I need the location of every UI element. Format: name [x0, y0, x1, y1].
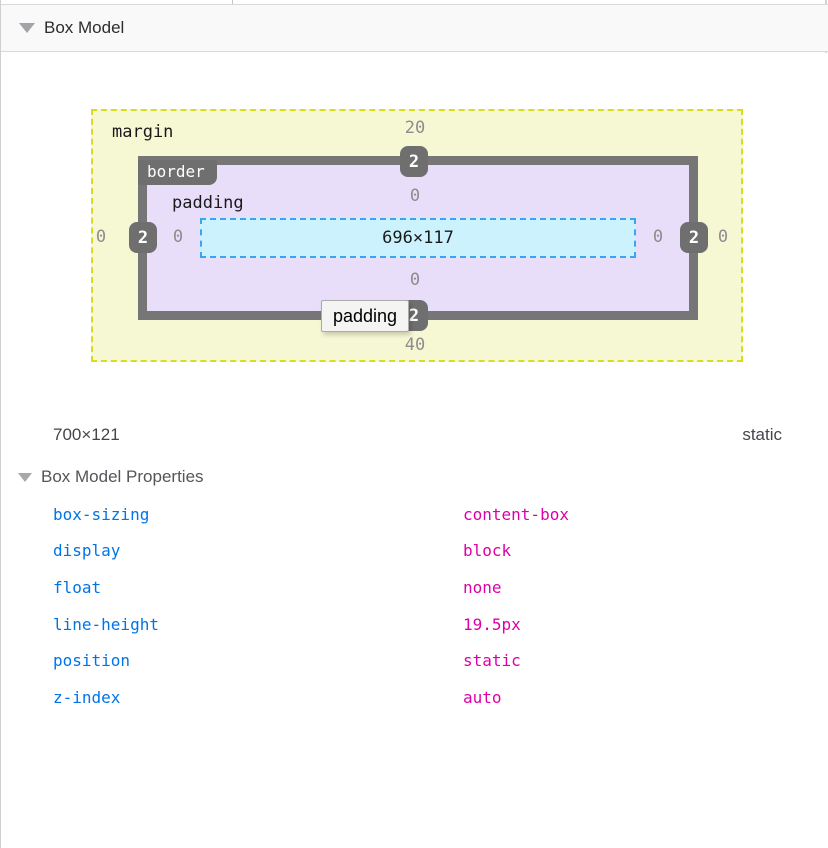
property-name: display	[53, 541, 121, 561]
table-row: position static	[0, 642, 828, 679]
property-value: block	[463, 541, 512, 561]
table-row: box-sizing content-box	[0, 496, 828, 533]
box-model-header[interactable]: Box Model	[1, 4, 828, 52]
property-value: content-box	[463, 504, 569, 524]
element-dimensions: 700×121	[53, 425, 120, 444]
margin-label: margin	[112, 122, 174, 142]
content-size-label[interactable]: 696×117	[382, 228, 454, 248]
table-row: float none	[0, 569, 828, 606]
padding-bottom-value[interactable]: 0	[409, 270, 421, 290]
margin-top-value[interactable]: 20	[404, 118, 426, 138]
border-top-value[interactable]: 2	[400, 146, 428, 177]
tooltip-text: padding	[333, 305, 398, 326]
section-title: Box Model	[44, 18, 125, 37]
property-name: box-sizing	[53, 504, 150, 524]
property-name: z-index	[53, 687, 121, 707]
property-name: line-height	[53, 614, 159, 634]
padding-top-value[interactable]: 0	[409, 186, 421, 206]
padding-label: padding	[172, 193, 244, 213]
property-value: auto	[463, 687, 502, 707]
collapse-arrow-icon[interactable]	[19, 23, 35, 33]
collapse-arrow-icon[interactable]	[18, 472, 32, 482]
toolbar-separator	[232, 0, 233, 4]
margin-bottom-value[interactable]: 40	[404, 335, 426, 355]
table-row: line-height 19.5px	[0, 606, 828, 643]
margin-left-value[interactable]: 0	[95, 227, 107, 247]
property-value: 19.5px	[463, 614, 521, 634]
property-value: static	[463, 651, 521, 671]
property-name: position	[53, 651, 131, 671]
table-row: z-index auto	[0, 679, 828, 716]
element-position: static	[742, 425, 782, 444]
panel-left-border	[0, 0, 1, 848]
element-summary: 700×121 static	[53, 424, 782, 446]
padding-right-value[interactable]: 0	[652, 227, 664, 247]
border-right-value[interactable]: 2	[680, 222, 708, 253]
property-value: none	[463, 577, 502, 597]
padding-tooltip: padding	[321, 300, 410, 332]
table-row: display block	[0, 533, 828, 570]
padding-left-value[interactable]: 0	[172, 227, 184, 247]
properties-title: Box Model Properties	[41, 467, 204, 486]
border-left-value[interactable]: 2	[129, 222, 157, 253]
box-model-properties-header[interactable]: Box Model Properties	[18, 466, 204, 488]
content-region[interactable]: 696×117	[200, 218, 636, 258]
margin-right-value[interactable]: 0	[717, 227, 729, 247]
property-name: float	[53, 577, 102, 597]
border-label: border	[138, 160, 217, 185]
properties-list: box-sizing content-box display block flo…	[0, 496, 828, 716]
